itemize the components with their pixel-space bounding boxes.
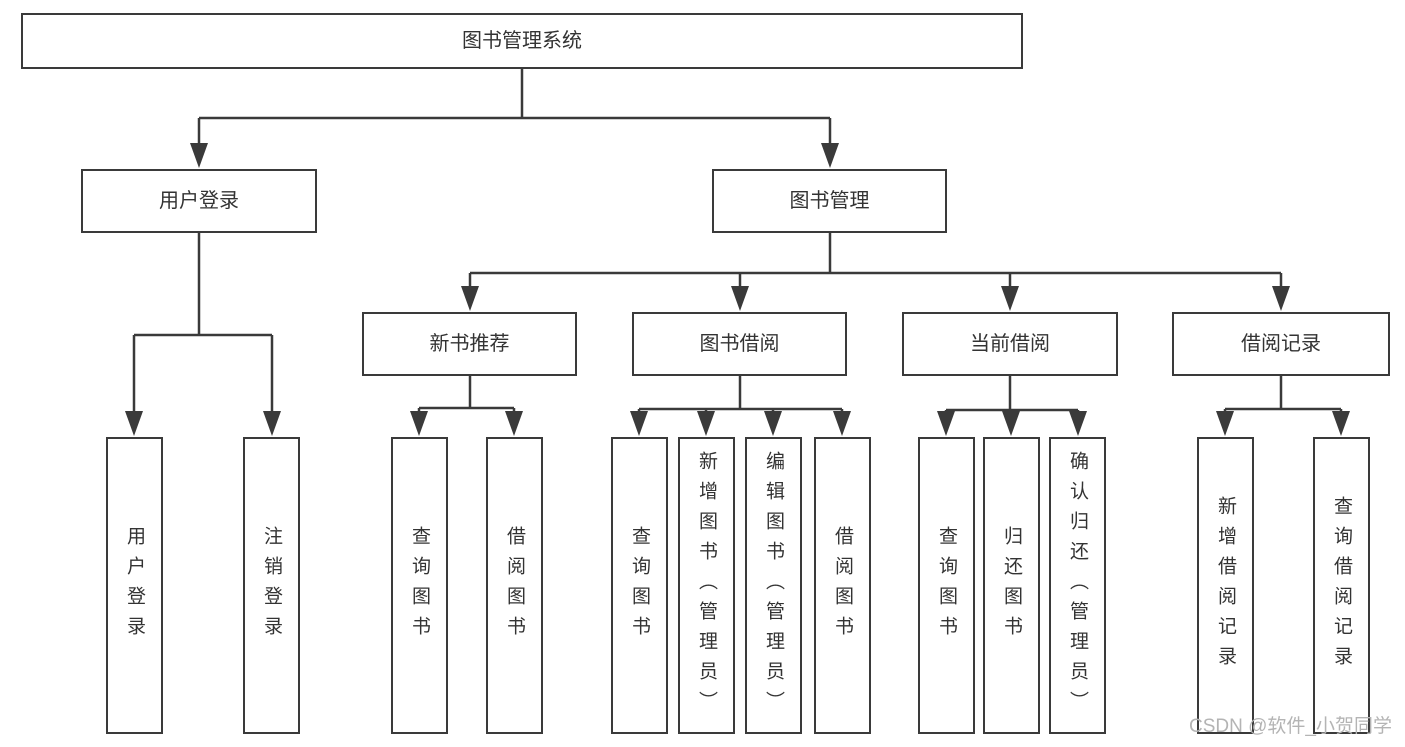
arrow-down-icon: [937, 411, 955, 436]
node-label: 确认归还（管理员）: [1067, 450, 1088, 721]
arrow-down-icon: [125, 411, 143, 436]
arrow-down-icon: [630, 411, 648, 436]
arrow-down-icon: [697, 411, 715, 436]
node-label: 借阅图书: [504, 525, 525, 646]
arrow-down-icon: [1216, 411, 1234, 436]
node-label: 新增借阅记录: [1215, 495, 1236, 676]
node-label: 查询图书: [629, 525, 650, 646]
node-leaf-borrowing-borrow-book: 借阅图书: [814, 437, 871, 734]
arrow-down-icon: [1001, 286, 1019, 311]
arrow-down-icon: [1069, 411, 1087, 436]
node-leaf-records-query-record: 查询借阅记录: [1313, 437, 1370, 734]
node-user-login-branch: 用户登录: [81, 169, 317, 233]
node-label: 新书推荐: [429, 333, 510, 355]
node-label: 图书管理: [789, 190, 870, 212]
node-root-system: 图书管理系统: [21, 13, 1023, 69]
node-leaf-records-add-record: 新增借阅记录: [1197, 437, 1254, 734]
arrow-down-icon: [821, 143, 839, 168]
node-label: 查询图书: [409, 525, 430, 646]
node-book-borrowing: 图书借阅: [632, 312, 847, 376]
node-leaf-user-login: 用户登录: [106, 437, 163, 734]
node-label: 新增图书（管理员）: [696, 450, 717, 721]
arrow-down-icon: [190, 143, 208, 168]
tree-edges: [132, 69, 1343, 420]
node-label: 图书管理系统: [462, 30, 582, 52]
node-leaf-current-return-book: 归还图书: [983, 437, 1040, 734]
arrow-down-icon: [410, 411, 428, 436]
arrow-down-icon: [1002, 411, 1020, 436]
arrow-down-icon: [833, 411, 851, 436]
csdn-watermark: CSDN @软件_小贺同学: [1189, 716, 1392, 737]
node-label: 用户登录: [124, 525, 145, 646]
arrow-down-icon: [505, 411, 523, 436]
arrow-down-icon: [263, 411, 281, 436]
node-leaf-current-query-book: 查询图书: [918, 437, 975, 734]
node-leaf-current-confirm-return-admin: 确认归还（管理员）: [1049, 437, 1106, 734]
node-leaf-borrowing-query-book: 查询图书: [611, 437, 668, 734]
node-leaf-borrowing-edit-book-admin: 编辑图书（管理员）: [745, 437, 802, 734]
arrow-down-icon: [1272, 286, 1290, 311]
node-label: 图书借阅: [699, 333, 780, 355]
arrow-down-icon: [461, 286, 479, 311]
node-current-borrowing: 当前借阅: [902, 312, 1118, 376]
node-label: 编辑图书（管理员）: [763, 450, 784, 721]
node-label: 归还图书: [1001, 525, 1022, 646]
node-new-book-recommend: 新书推荐: [362, 312, 577, 376]
node-label: 借阅图书: [832, 525, 853, 646]
node-label: 查询图书: [936, 525, 957, 646]
node-label: 查询借阅记录: [1331, 495, 1352, 676]
node-borrowing-records: 借阅记录: [1172, 312, 1390, 376]
node-label: 借阅记录: [1241, 333, 1321, 355]
node-label: 当前借阅: [970, 333, 1050, 355]
node-leaf-recommend-query-book: 查询图书: [391, 437, 448, 734]
arrow-down-icon: [1332, 411, 1350, 436]
node-label: 用户登录: [159, 190, 239, 212]
arrow-down-icon: [731, 286, 749, 311]
arrow-down-icon: [764, 411, 782, 436]
node-label: 注销登录: [261, 525, 282, 646]
node-leaf-logout: 注销登录: [243, 437, 300, 734]
node-leaf-recommend-borrow-book: 借阅图书: [486, 437, 543, 734]
node-book-management-branch: 图书管理: [712, 169, 947, 233]
node-leaf-borrowing-add-book-admin: 新增图书（管理员）: [678, 437, 735, 734]
